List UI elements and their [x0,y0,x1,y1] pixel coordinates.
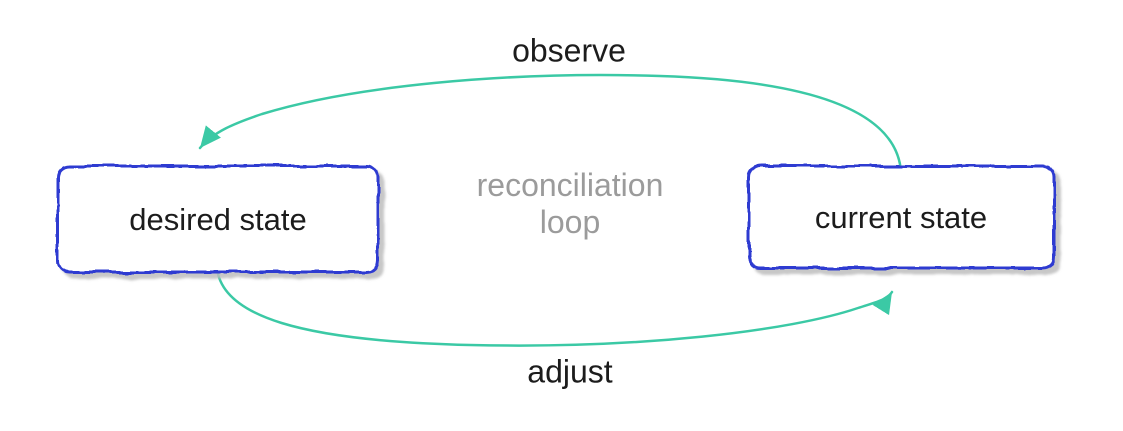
node-current-state-label: current state [814,200,988,235]
edge-label-observe: observe [512,32,626,69]
node-desired-state-label: desired state [129,202,307,237]
edge-observe [198,73,903,174]
edge-label-adjust: adjust [527,353,613,390]
node-current-state-box [747,164,1056,270]
center-caption-line1: reconciliation [476,167,664,203]
node-desired-state-box [56,164,380,274]
edge-adjust [215,266,894,347]
center-caption-line2: loop [539,204,601,240]
center-caption: reconciliation loop [477,167,664,241]
